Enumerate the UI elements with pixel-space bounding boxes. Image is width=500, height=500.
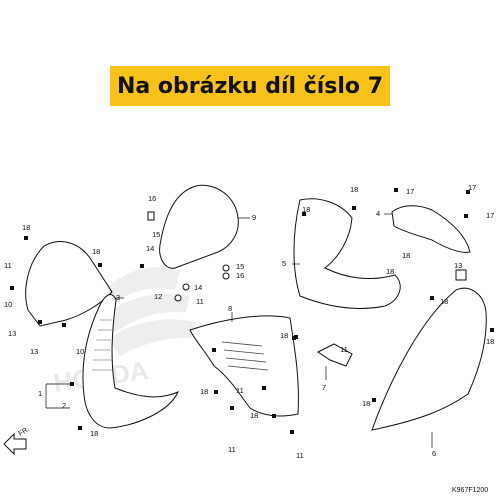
callout-5: 5 xyxy=(282,259,286,268)
front-label: FR. xyxy=(18,426,31,438)
callout-12: 12 xyxy=(154,292,162,301)
callout-11-e: 11 xyxy=(340,345,348,354)
part-left-screen xyxy=(25,241,113,327)
callout-14-b: 14 xyxy=(194,283,202,292)
part-mirror-bracket xyxy=(391,205,471,253)
part-12-grommet xyxy=(174,294,182,302)
callout-15-a: 15 xyxy=(152,230,160,239)
callout-16-b: 16 xyxy=(236,271,244,280)
honda-wing-logo xyxy=(95,267,196,356)
callout-18-k: 18 xyxy=(486,337,494,346)
callout-labels: 1 2 3 4 5 6 7 8 9 10 10 11 11 12 13 13 1… xyxy=(4,183,494,460)
part-windscreen xyxy=(159,184,239,269)
callout-18-d: 18 xyxy=(302,205,310,214)
part-16-bolt xyxy=(147,211,155,221)
part-right-side-cowl xyxy=(371,287,487,431)
callout-16-a: 16 xyxy=(148,194,156,203)
part-upper-frame-cowl xyxy=(293,198,401,309)
callout-18-l: 18 xyxy=(362,399,370,408)
callout-18-i: 18 xyxy=(402,251,410,260)
callout-18-f: 18 xyxy=(280,331,288,340)
callout-18-b: 18 xyxy=(22,223,30,232)
callout-11-b: 11 xyxy=(196,297,204,306)
bolt-markers xyxy=(10,188,494,434)
callout-10-b: 10 xyxy=(76,347,84,356)
callout-18-g: 18 xyxy=(250,411,258,420)
callout-13-b: 13 xyxy=(30,347,38,356)
part-7-bracket xyxy=(317,343,353,367)
callout-6: 6 xyxy=(432,449,436,458)
callout-4: 4 xyxy=(376,209,380,218)
part-front-nose-cowl xyxy=(82,294,179,429)
banner-text: Na obrázku díl číslo 7 xyxy=(116,73,384,99)
callout-17-a: 17 xyxy=(406,187,414,196)
callout-11-c: 11 xyxy=(236,386,244,395)
callout-9: 9 xyxy=(252,213,256,222)
callout-18-e: 18 xyxy=(200,387,208,396)
part-front-nose-mesh xyxy=(92,319,112,371)
callout-18-j: 18 xyxy=(440,297,448,306)
callout-11-a: 11 xyxy=(4,261,12,270)
callout-11-d: 11 xyxy=(228,445,236,454)
part-15-nut xyxy=(222,264,230,272)
callout-15-b: 15 xyxy=(236,262,244,271)
callout-1: 1 xyxy=(38,389,42,398)
callout-18-c: 18 xyxy=(92,247,100,256)
part-inner-middle-cowl xyxy=(189,315,299,417)
part-14-nut xyxy=(182,283,190,291)
part-13-clip xyxy=(455,269,467,281)
callout-17-b: 17 xyxy=(468,183,476,192)
callout-18-h: 18 xyxy=(90,429,98,438)
part-number-banner: Na obrázku díl číslo 7 xyxy=(110,66,390,106)
callout-18-a: 18 xyxy=(350,185,358,194)
callout-8: 8 xyxy=(228,304,232,313)
callout-17-c: 17 xyxy=(486,211,494,220)
callout-14-a: 14 xyxy=(146,244,154,253)
part-inner-cowl-vents xyxy=(221,341,269,371)
callout-7: 7 xyxy=(322,383,326,392)
part-16-washer xyxy=(222,272,230,280)
callout-3: 3 xyxy=(116,293,120,302)
callout-2: 2 xyxy=(62,401,66,410)
callout-13-c: 13 xyxy=(454,261,462,270)
drawing-code: K967F1200 xyxy=(452,487,488,494)
callout-13-a: 13 xyxy=(8,329,16,338)
callout-10-a: 10 xyxy=(4,300,12,309)
front-direction-arrow: FR. xyxy=(3,426,31,456)
callout-11-f: 11 xyxy=(296,451,304,460)
callout-18-m: 18 xyxy=(386,267,394,276)
